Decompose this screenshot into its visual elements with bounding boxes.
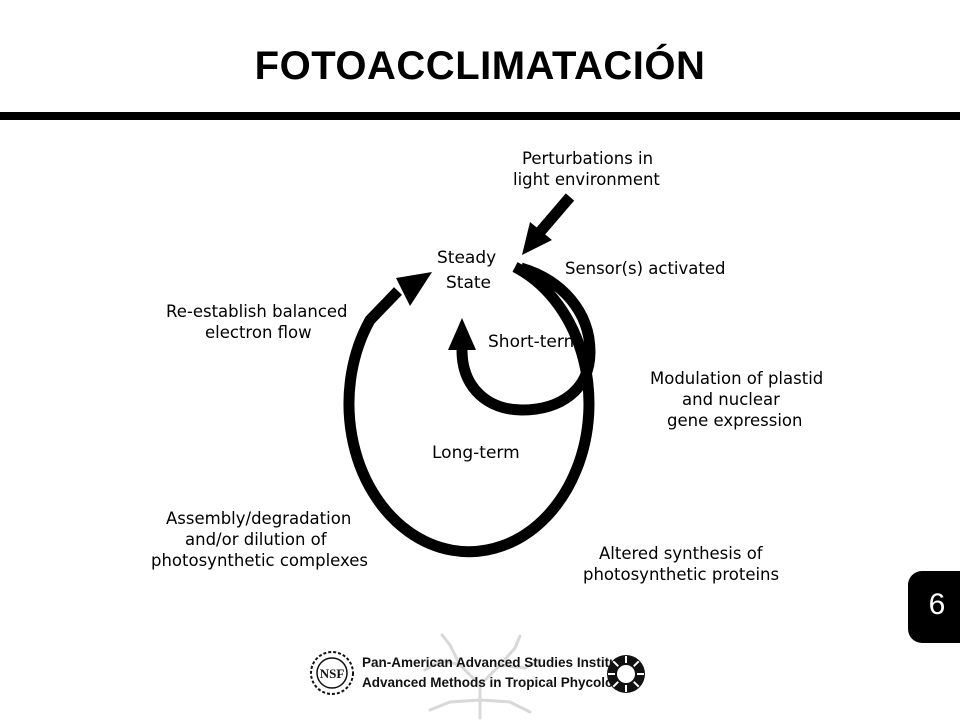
modulation-label-line2: and nuclear (682, 390, 780, 409)
seaweed-watermark-icon (423, 633, 542, 720)
perturbations-label-line2: light environment (513, 170, 660, 189)
institute-starburst-logo-icon (607, 655, 645, 693)
assembly-label-line1: Assembly/degradation (166, 509, 351, 528)
altered-label-line2: photosynthetic proteins (583, 565, 779, 584)
short-term-loop (448, 262, 596, 416)
footer-course-line: Advanced Methods in Tropical Phycology (362, 675, 630, 690)
modulation-label-line3: gene expression (667, 411, 802, 430)
assembly-label-line2: and/or dilution of (185, 530, 328, 549)
nsf-logo-icon: NSF (310, 651, 354, 695)
long-term-loop (343, 262, 595, 558)
altered-label-line1: Altered synthesis of (599, 544, 764, 563)
reestablish-label-line2: electron flow (205, 323, 312, 342)
modulation-label-line1: Modulation of plastid (650, 369, 823, 388)
long-term-label: Long-term (432, 443, 520, 463)
perturbation-arrow (522, 193, 575, 255)
short-term-label: Short-term (488, 332, 580, 352)
steady-state-label-line2: State (446, 273, 491, 293)
assembly-label-line3: photosynthetic complexes (151, 551, 368, 570)
reestablish-label-line1: Re-establish balanced (166, 302, 348, 321)
page-number-badge (908, 571, 960, 643)
steady-state-label-line1: Steady (437, 248, 496, 268)
footer-institute-line: Pan-American Advanced Studies Institute (362, 655, 630, 670)
svg-text:NSF: NSF (320, 666, 345, 681)
perturbations-label-line1: Perturbations in (522, 149, 653, 168)
page-number: 6 (928, 588, 946, 621)
title-divider (0, 112, 960, 120)
page-title: FOTOACCLIMATACIÓN (254, 44, 706, 88)
sensor-label: Sensor(s) activated (565, 259, 725, 278)
